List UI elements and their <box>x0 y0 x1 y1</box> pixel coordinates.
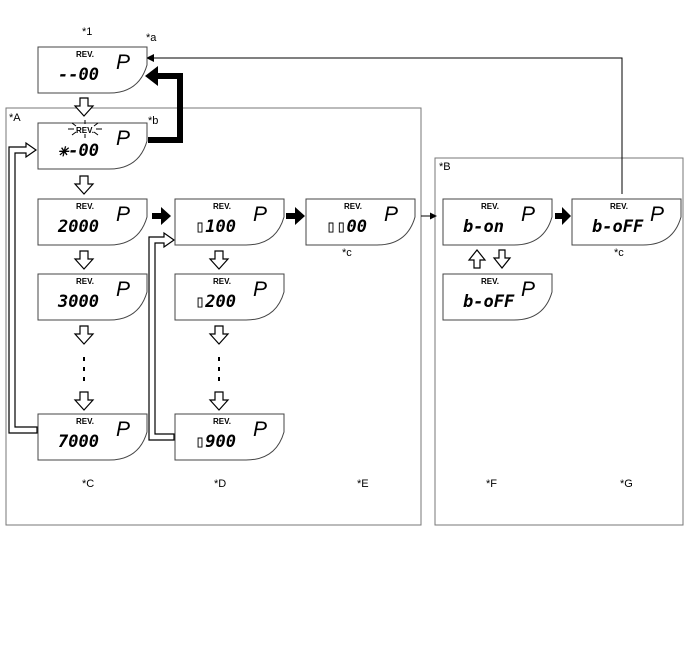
display-panel <box>174 273 285 321</box>
rev-label: REV. <box>213 277 231 286</box>
display-2000: REV. 2000 P <box>37 198 148 246</box>
p-indicator: P <box>116 418 130 441</box>
display-0900: REV. ▯900 P <box>174 413 285 461</box>
display-panel <box>442 273 553 321</box>
p-indicator: P <box>253 203 267 226</box>
display-0000: REV. ▯▯00 P <box>305 198 416 246</box>
digit-readout: ✳-00 <box>58 141 99 161</box>
display-panel <box>37 413 148 461</box>
digit-readout: 3000 <box>57 292 99 312</box>
continuation-dots-c <box>83 357 85 381</box>
digit-readout: b-oFF <box>592 217 644 237</box>
display-panel <box>37 46 148 94</box>
blink-rays <box>68 120 102 138</box>
label-D: *D <box>214 478 226 490</box>
down-arrow-4 <box>73 325 95 345</box>
p-indicator: P <box>116 127 130 150</box>
display-7000: REV. 7000 P <box>37 413 148 461</box>
p-indicator: P <box>116 278 130 301</box>
down-arrow-6 <box>208 250 230 270</box>
display-blink: REV. ✳-00 P <box>37 122 148 170</box>
p-indicator: P <box>253 278 267 301</box>
p-indicator: P <box>253 418 267 441</box>
label-c-e: *c <box>342 247 352 259</box>
digit-readout: b-on <box>463 217 504 237</box>
label-B: *B <box>439 161 451 173</box>
rev-label: REV. <box>344 202 362 211</box>
connector-arrow-ab <box>421 212 437 220</box>
display-0100: REV. ▯100 P <box>174 198 285 246</box>
down-arrow-8 <box>208 391 230 411</box>
display-panel <box>37 273 148 321</box>
up-arrow <box>467 249 487 269</box>
display-panel <box>442 198 553 246</box>
right-arrow-2 <box>286 207 305 225</box>
label-b: *b <box>148 115 158 127</box>
label-C: *C <box>82 478 94 490</box>
display-top: REV. --00 P <box>37 46 148 94</box>
label-E: *E <box>357 478 369 490</box>
down-arrow-1 <box>73 97 95 117</box>
p-indicator: P <box>521 203 535 226</box>
continuation-dots-d <box>218 357 220 381</box>
right-arrow-3 <box>555 207 571 225</box>
rev-label: REV. <box>213 417 231 426</box>
p-indicator: P <box>116 51 130 74</box>
digit-readout: 2000 <box>57 217 99 237</box>
down-arrow-b <box>492 249 512 269</box>
label-a: *a <box>146 32 157 44</box>
rev-label: REV. <box>481 202 499 211</box>
label-F: *F <box>486 478 497 490</box>
digit-readout: ▯100 <box>195 217 236 237</box>
p-indicator: P <box>116 203 130 226</box>
display-0200: REV. ▯200 P <box>174 273 285 321</box>
rev-label: REV. <box>76 50 94 59</box>
label-num1: *1 <box>82 26 92 38</box>
digit-readout: ▯900 <box>195 432 236 452</box>
display-b-off-g: REV. b-oFF P <box>571 198 682 246</box>
down-arrow-7 <box>208 325 230 345</box>
display-panel <box>305 198 416 246</box>
loop-arrow-d <box>148 231 176 441</box>
display-panel <box>174 198 285 246</box>
rev-label: REV. <box>76 417 94 426</box>
display-panel <box>571 198 682 246</box>
label-c-g: *c <box>614 247 624 259</box>
p-indicator: P <box>384 203 398 226</box>
group-box-a <box>5 107 422 526</box>
display-panel <box>37 198 148 246</box>
p-indicator: P <box>650 203 664 226</box>
down-arrow-2 <box>73 175 95 195</box>
p-indicator: P <box>521 278 535 301</box>
display-b-off-f: REV. b-oFF P <box>442 273 553 321</box>
digit-readout: ▯200 <box>195 292 236 312</box>
display-panel <box>174 413 285 461</box>
down-arrow-3 <box>73 250 95 270</box>
rev-label: REV. <box>76 202 94 211</box>
return-line <box>146 54 623 194</box>
digit-readout: 7000 <box>58 432 99 452</box>
rev-label: REV. <box>610 202 628 211</box>
rev-label: REV. <box>481 277 499 286</box>
group-box-b <box>434 157 684 526</box>
display-3000: REV. 3000 P <box>37 273 148 321</box>
rev-label: REV. <box>213 202 231 211</box>
down-arrow-5 <box>73 391 95 411</box>
rev-label: REV. <box>76 126 94 135</box>
loop-arrow-c <box>8 141 38 434</box>
right-arrow-1 <box>152 207 171 225</box>
label-A: *A <box>9 112 21 124</box>
display-panel <box>37 122 148 170</box>
display-b-on: REV. b-on P <box>442 198 553 246</box>
digit-readout: ▯▯00 <box>326 217 367 237</box>
digit-readout: --00 <box>58 65 99 85</box>
label-G: *G <box>620 478 633 490</box>
digit-readout: b-oFF <box>463 292 515 312</box>
bold-loop-arrow <box>145 66 183 143</box>
rev-label: REV. <box>76 277 94 286</box>
